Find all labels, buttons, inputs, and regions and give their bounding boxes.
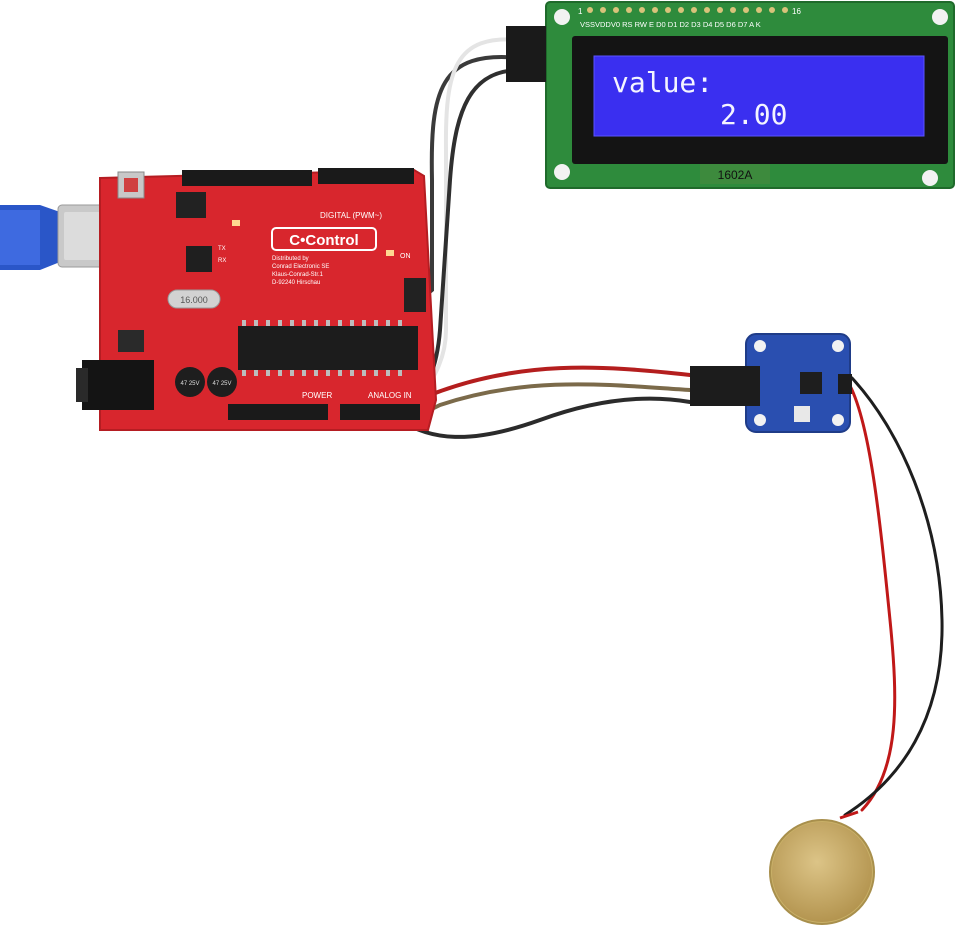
analog-label: ANALOG IN — [368, 391, 412, 400]
digital-label: DIGITAL (PWM~) — [320, 211, 382, 220]
lcd-screen — [594, 56, 924, 136]
lcd-connector — [506, 26, 546, 82]
piezo-disc — [769, 810, 875, 925]
brand-logo: C•Control — [289, 232, 358, 249]
lcd-pin-16-label: 16 — [792, 7, 801, 16]
brand-box — [271, 227, 377, 251]
crystal-label: 16.000 — [180, 295, 208, 305]
capacitor-2-label: 47 25V — [212, 381, 231, 387]
lcd-module: 1 16 VSSVDDV0 RS RW E D0 D1 D2 D3 D4 D5 … — [506, 1, 955, 189]
on-label: ON — [400, 253, 411, 260]
dc-jack — [82, 360, 154, 410]
tx-label: TX — [218, 246, 226, 252]
piezo-wire-red — [846, 380, 897, 812]
lcd-line-2: 2.00 — [720, 98, 787, 131]
rx-label: RX — [218, 258, 226, 264]
lcd-pin-1-label: 1 — [578, 7, 583, 16]
sensor-module — [690, 333, 852, 433]
lcd-pin-header-labels: VSSVDDV0 RS RW E D0 D1 D2 D3 D4 D5 D6 D7… — [580, 20, 761, 29]
sensor-wire-black — [398, 396, 692, 439]
sensor-connector — [690, 366, 760, 406]
distributor-line-2: Conrad Electronic SE — [272, 264, 329, 270]
distributor-line-4: D-92240 Hirschau — [272, 280, 320, 286]
lcd-wire-dark — [418, 55, 522, 302]
lcd-model-label: 1602A — [718, 168, 753, 182]
on-led — [386, 250, 394, 256]
arduino-board: 16.000 47 25V 47 25V C•Control Distribut… — [76, 168, 438, 431]
capacitor-1-label: 47 25V — [180, 381, 199, 387]
power-label: POWER — [302, 391, 332, 400]
digital-header — [182, 170, 312, 186]
sensor-chip — [800, 372, 822, 394]
capacitor-1 — [175, 367, 205, 397]
atmega-chip — [238, 326, 418, 370]
analog-header — [340, 404, 420, 420]
crystal — [167, 289, 221, 309]
power-header — [228, 404, 328, 420]
sensor-pot — [794, 406, 810, 422]
distributor-line-3: Klaus-Conrad-Str.1 — [272, 272, 324, 278]
capacitor-2 — [207, 367, 237, 397]
piezo-wire-black — [843, 376, 944, 817]
distributor-line-1: Distributed by — [272, 256, 309, 262]
lcd-line-1: value: — [612, 66, 713, 99]
